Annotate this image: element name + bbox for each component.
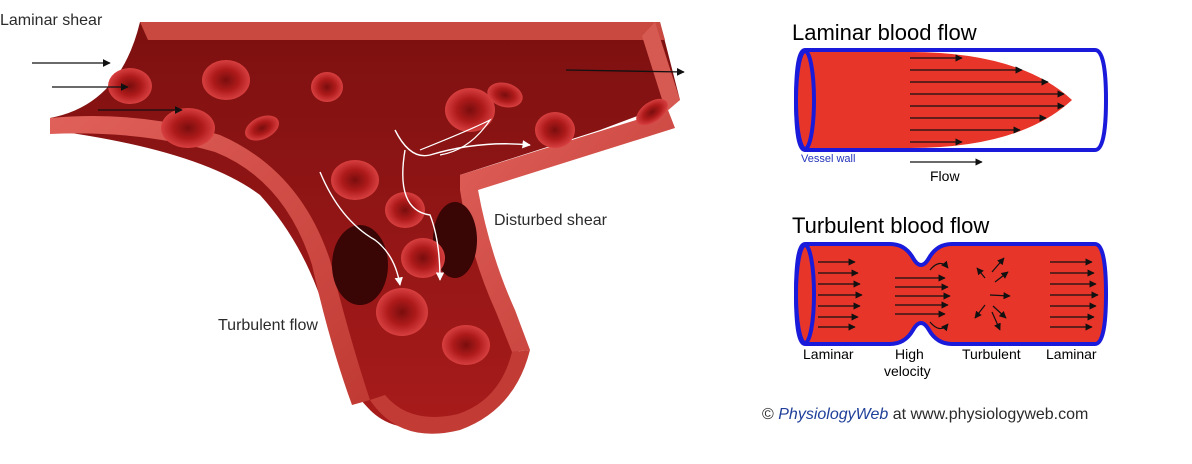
turbulent-vessel-opening [794, 243, 816, 345]
flow-arrow [994, 271, 1009, 283]
red-blood-cell [535, 112, 575, 148]
red-blood-cell [442, 325, 490, 365]
brand-name: PhysiologyWeb [778, 406, 889, 423]
flow-arrow [565, 67, 685, 76]
disturbed-shear-label: Disturbed shear [494, 212, 608, 229]
turbulent-flow-panel: Turbulent blood flow [792, 213, 1108, 379]
red-blood-cell [202, 60, 250, 100]
vessel-branch-wall-edge [460, 110, 675, 352]
branching-vessel-illustration: Laminar shear Disturbed shear Turbulent … [0, 12, 685, 434]
turbulent-flow-title: Turbulent blood flow [792, 213, 989, 238]
red-blood-cell [331, 160, 379, 200]
laminar-flow-title: Laminar blood flow [792, 20, 977, 45]
branch-cavity [332, 225, 388, 305]
red-blood-cell [636, 98, 668, 126]
red-blood-cell [108, 68, 152, 104]
laminar-left-label: Laminar [803, 346, 854, 362]
flow-arrow [974, 304, 986, 319]
flow-arrow [991, 311, 1001, 331]
red-blood-cell [385, 192, 425, 228]
vessel-left-wall-edge [50, 116, 370, 405]
flow-arrow [991, 257, 1005, 273]
laminar-right-label: Laminar [1046, 346, 1097, 362]
flow-arrow [929, 260, 949, 271]
flow-arrow [989, 292, 1011, 300]
red-blood-cell [445, 88, 495, 132]
vessel-branch-bottom [370, 350, 530, 434]
turbulence-streamline [319, 171, 403, 286]
vessel-right-end [642, 22, 680, 112]
turbulence-streamline [394, 129, 531, 157]
vessel-top-rim [140, 22, 665, 40]
copyright-symbol: © [762, 406, 774, 423]
red-blood-cell [401, 238, 445, 278]
flow-arrow [929, 321, 949, 332]
laminar-blood-profile [805, 52, 1072, 148]
vessel-wall-label: Vessel wall [801, 153, 855, 165]
credit-url[interactable]: www.physiologyweb.com [910, 406, 1089, 423]
turbulence-streamline [402, 149, 445, 281]
flow-label: Flow [930, 168, 960, 184]
credit-at: at [892, 406, 907, 423]
red-blood-cell [376, 288, 428, 336]
laminar-vessel-opening [794, 49, 816, 151]
high-velocity-label: High [895, 346, 924, 362]
red-blood-cell [487, 82, 523, 108]
red-blood-cell [161, 108, 215, 148]
flow-arrow [976, 267, 986, 279]
red-blood-cell [245, 115, 279, 141]
turbulent-vessel [794, 242, 1108, 346]
turbulent-flow-label: Turbulent flow [218, 317, 318, 334]
turbulent-flow-arrows [818, 257, 1099, 332]
flow-arrow [992, 305, 1007, 319]
laminar-shear-label: Laminar shear [0, 12, 103, 29]
laminar-flow-panel: Laminar blood flow Vessel wall Flow [792, 20, 1109, 184]
red-blood-cell [311, 72, 343, 102]
credit-line: © PhysiologyWeb at www.physiologyweb.com [762, 406, 1088, 424]
turbulent-label: Turbulent [962, 346, 1021, 362]
high-velocity-label-line2: velocity [884, 363, 931, 379]
turbulence-streamline [419, 118, 492, 156]
laminar-velocity-arrows [910, 54, 1065, 146]
